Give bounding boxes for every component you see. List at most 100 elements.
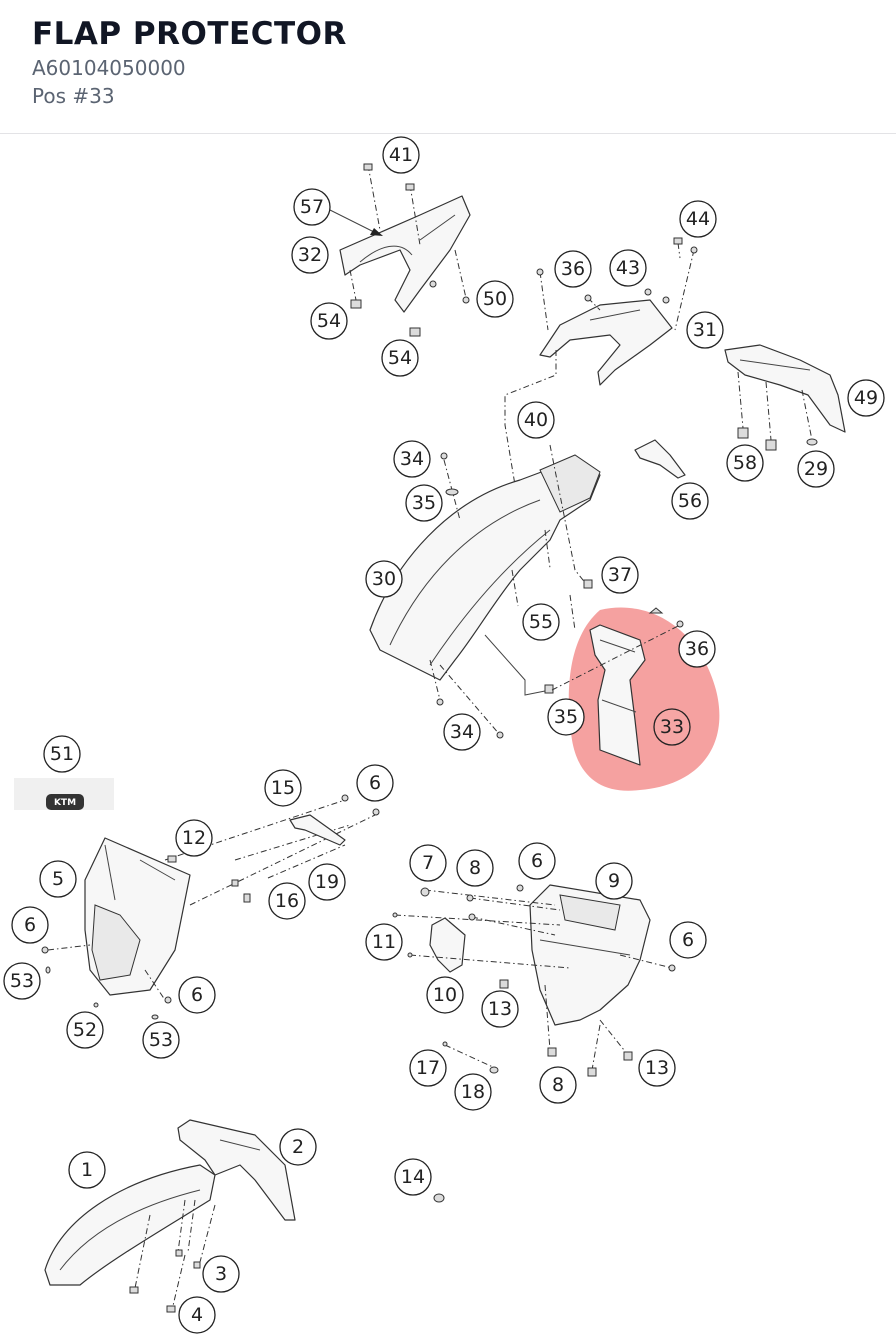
svg-text:13: 13 [645, 1057, 669, 1079]
svg-text:36: 36 [685, 638, 709, 660]
svg-text:9: 9 [608, 870, 620, 892]
svg-text:3: 3 [215, 1263, 227, 1285]
rear-cowl-part[interactable] [339, 195, 471, 313]
part-title: FLAP PROTECTOR [32, 16, 347, 52]
svg-text:8: 8 [469, 857, 481, 879]
callout-35-top[interactable]: 35 [405, 484, 443, 522]
callout-12[interactable]: 12 [175, 819, 213, 857]
callout-6-d[interactable]: 6 [518, 842, 556, 880]
svg-text:51: 51 [50, 743, 74, 765]
svg-text:6: 6 [24, 914, 36, 936]
bracket-56-part[interactable] [634, 439, 686, 479]
ktm-logo-text: KTM [54, 798, 76, 808]
svg-text:14: 14 [401, 1166, 425, 1188]
bracket-10-part[interactable] [429, 917, 466, 973]
part-number: A60104050000 [32, 56, 186, 80]
callout-6-c[interactable]: 6 [178, 976, 216, 1014]
part-header: FLAP PROTECTOR A60104050000 Pos #33 [0, 0, 896, 134]
callout-37[interactable]: 37 [601, 556, 639, 594]
callout-7[interactable]: 7 [409, 844, 447, 882]
callout-58[interactable]: 58 [726, 444, 764, 482]
callout-11[interactable]: 11 [365, 923, 403, 961]
callout-2[interactable]: 2 [279, 1128, 317, 1166]
svg-text:43: 43 [616, 257, 640, 279]
svg-text:58: 58 [733, 452, 757, 474]
callout-36-bottom[interactable]: 36 [678, 630, 716, 668]
callout-8-bottom[interactable]: 8 [539, 1066, 577, 1104]
callout-53-right[interactable]: 53 [142, 1021, 180, 1059]
svg-text:34: 34 [450, 721, 474, 743]
callout-44[interactable]: 44 [679, 200, 717, 238]
svg-text:8: 8 [552, 1074, 564, 1096]
callout-9[interactable]: 9 [595, 862, 633, 900]
callout-6-e[interactable]: 6 [669, 921, 707, 959]
callout-32[interactable]: 32 [291, 236, 329, 274]
callout-18[interactable]: 18 [454, 1073, 492, 1111]
callout-43[interactable]: 43 [609, 249, 647, 287]
svg-text:5: 5 [52, 868, 64, 890]
svg-text:35: 35 [412, 492, 436, 514]
grab-bracket-part[interactable] [539, 299, 673, 386]
svg-text:18: 18 [461, 1081, 485, 1103]
svg-text:10: 10 [433, 984, 457, 1006]
callout-52[interactable]: 52 [66, 1011, 104, 1049]
callout-19[interactable]: 19 [308, 863, 346, 901]
svg-text:35: 35 [554, 706, 578, 728]
callout-51[interactable]: 51 [43, 735, 81, 773]
callout-29[interactable]: 29 [797, 450, 835, 488]
svg-text:36: 36 [561, 258, 585, 280]
callout-53-left[interactable]: 53 [3, 962, 41, 1000]
callout-4[interactable]: 4 [178, 1296, 216, 1334]
tail-light-part[interactable] [724, 344, 846, 433]
callout-10[interactable]: 10 [426, 976, 464, 1014]
svg-text:29: 29 [804, 458, 828, 480]
callout-36-top[interactable]: 36 [554, 250, 592, 288]
callout-55[interactable]: 55 [522, 603, 560, 641]
svg-text:6: 6 [682, 929, 694, 951]
plate-holder-part[interactable] [529, 884, 651, 1026]
front-fender-part[interactable] [44, 1119, 296, 1286]
svg-text:13: 13 [488, 998, 512, 1020]
callout-1[interactable]: 1 [68, 1151, 106, 1189]
callout-8-top[interactable]: 8 [456, 849, 494, 887]
svg-text:55: 55 [529, 611, 553, 633]
callout-41[interactable]: 41 [382, 136, 420, 174]
headlight-mask-part[interactable] [84, 837, 191, 996]
svg-text:2: 2 [292, 1136, 304, 1158]
callout-54-bottom[interactable]: 54 [381, 339, 419, 377]
callout-31[interactable]: 31 [686, 311, 724, 349]
exploded-parts-diagram: KTM [3, 136, 885, 1334]
callout-13-right[interactable]: 13 [638, 1049, 676, 1087]
callout-17[interactable]: 17 [409, 1049, 447, 1087]
callout-40[interactable]: 40 [517, 401, 555, 439]
svg-text:16: 16 [275, 890, 299, 912]
callout-33-selected[interactable]: 33 [653, 708, 691, 746]
callout-14[interactable]: 14 [394, 1158, 432, 1196]
callout-35-bottom[interactable]: 35 [547, 698, 585, 736]
callout-13-left[interactable]: 13 [481, 990, 519, 1028]
callout-34-bottom[interactable]: 34 [443, 713, 481, 751]
svg-text:15: 15 [271, 777, 295, 799]
callout-16[interactable]: 16 [268, 882, 306, 920]
svg-text:50: 50 [483, 288, 507, 310]
rear-fender-part[interactable] [369, 454, 601, 681]
callout-6-a[interactable]: 6 [356, 764, 394, 802]
svg-text:4: 4 [191, 1304, 203, 1326]
svg-text:6: 6 [369, 772, 381, 794]
callout-15[interactable]: 15 [264, 769, 302, 807]
callout-50[interactable]: 50 [476, 280, 514, 318]
callout-54-top[interactable]: 54 [310, 302, 348, 340]
callout-3[interactable]: 3 [202, 1255, 240, 1293]
callout-57[interactable]: 57 [293, 188, 331, 226]
callout-34-top[interactable]: 34 [393, 440, 431, 478]
callout-49[interactable]: 49 [847, 379, 885, 417]
callout-5[interactable]: 5 [39, 860, 77, 898]
svg-text:54: 54 [388, 347, 412, 369]
callout-6-b[interactable]: 6 [11, 906, 49, 944]
svg-text:31: 31 [693, 319, 717, 341]
callout-30[interactable]: 30 [365, 560, 403, 598]
ktm-logo [46, 794, 84, 810]
svg-text:44: 44 [686, 208, 710, 230]
flap-protector-part[interactable] [589, 624, 646, 766]
callout-56[interactable]: 56 [671, 482, 709, 520]
